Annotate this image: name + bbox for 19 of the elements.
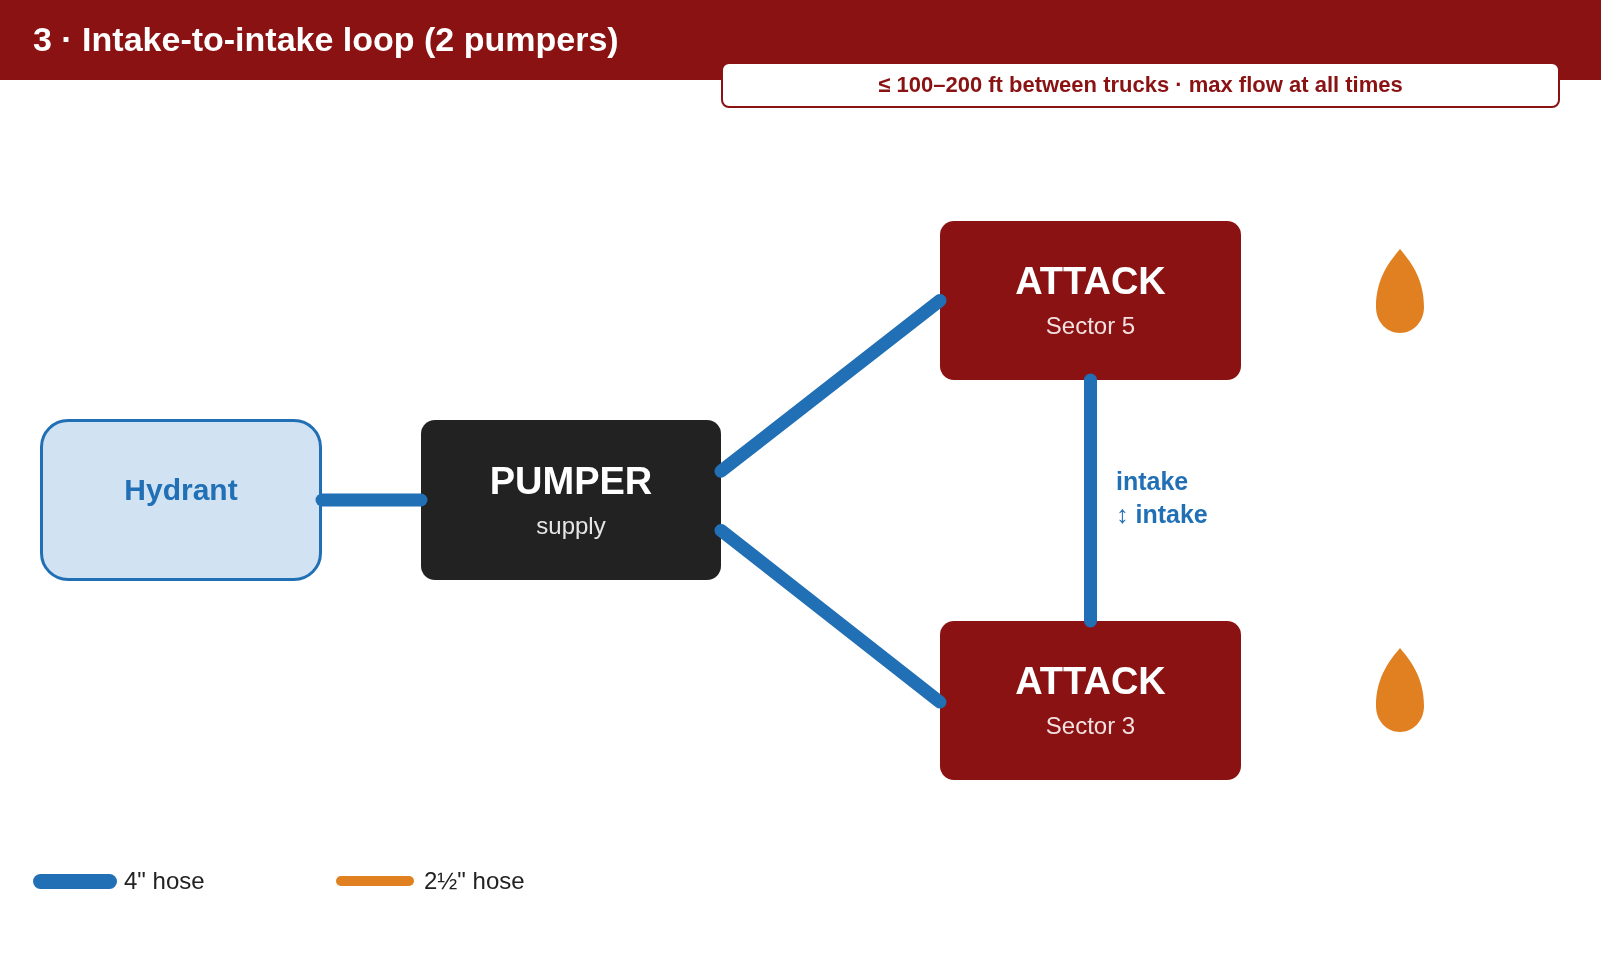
node-title: ATTACK xyxy=(1015,261,1166,304)
node-subtitle: Sector 5 xyxy=(1045,313,1136,340)
hose-line xyxy=(714,523,947,709)
legend-label: 2½" hose xyxy=(424,867,525,895)
legend-label: 4" hose xyxy=(124,867,205,895)
process-box xyxy=(940,621,1241,780)
hose-line xyxy=(1084,373,1097,628)
diagram-title: 3 · Intake-to-intake loop (2 pumpers) xyxy=(33,22,619,58)
process-box xyxy=(421,420,721,580)
process-box xyxy=(940,221,1241,380)
process-box xyxy=(40,419,322,581)
node-title: Hydrant xyxy=(124,472,238,506)
note-banner: ≤ 100–200 ft between trucks · max flow at all times xyxy=(721,62,1560,108)
hose-line xyxy=(315,493,428,507)
node-subtitle: Sector 3 xyxy=(1045,713,1136,740)
node-title: PUMPER xyxy=(489,460,653,503)
hose-line xyxy=(714,294,947,478)
node-title: ATTACK xyxy=(1015,661,1166,704)
node-subtitle: supply xyxy=(536,512,606,540)
